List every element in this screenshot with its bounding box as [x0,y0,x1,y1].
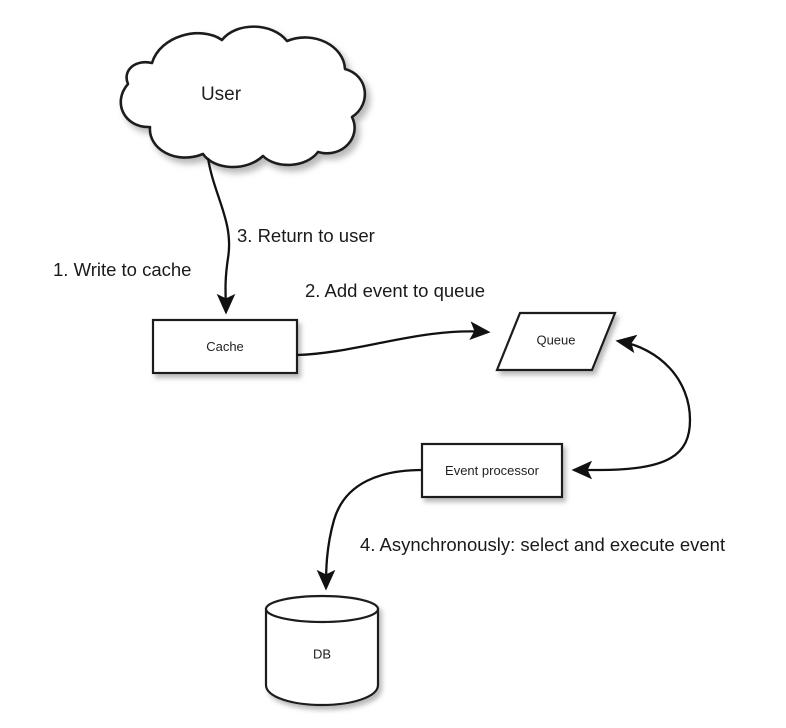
node-cache[interactable]: Cache [151,318,299,375]
node-queue-label: Queue [536,332,575,347]
node-event-processor[interactable]: Event processor [420,442,564,499]
step-label-2: 2. Add event to queue [305,280,485,301]
edge-queue-to-event-processor[interactable] [571,334,692,480]
node-db-label: DB [313,646,331,661]
node-db[interactable]: DB [264,594,380,707]
node-event-processor-label: Event processor [445,463,540,478]
db-cylinder-body [264,607,380,707]
edge-user-to-cache[interactable] [206,157,236,315]
node-cache-label: Cache [206,339,244,354]
step-label-4: 4. Asynchronously: select and execute ev… [360,534,725,555]
edge-event-processor-to-db[interactable] [316,468,423,591]
edge-cache-to-queue[interactable] [296,321,491,357]
step-label-1: 1. Write to cache [53,259,191,280]
cache-shape [151,318,299,375]
db-cylinder-top [264,594,380,624]
node-queue[interactable]: Queue [495,311,617,372]
node-user-label: User [201,84,242,105]
node-user[interactable]: User [119,25,367,169]
cloud-shape [119,25,367,169]
step-label-3: 3. Return to user [237,225,375,246]
